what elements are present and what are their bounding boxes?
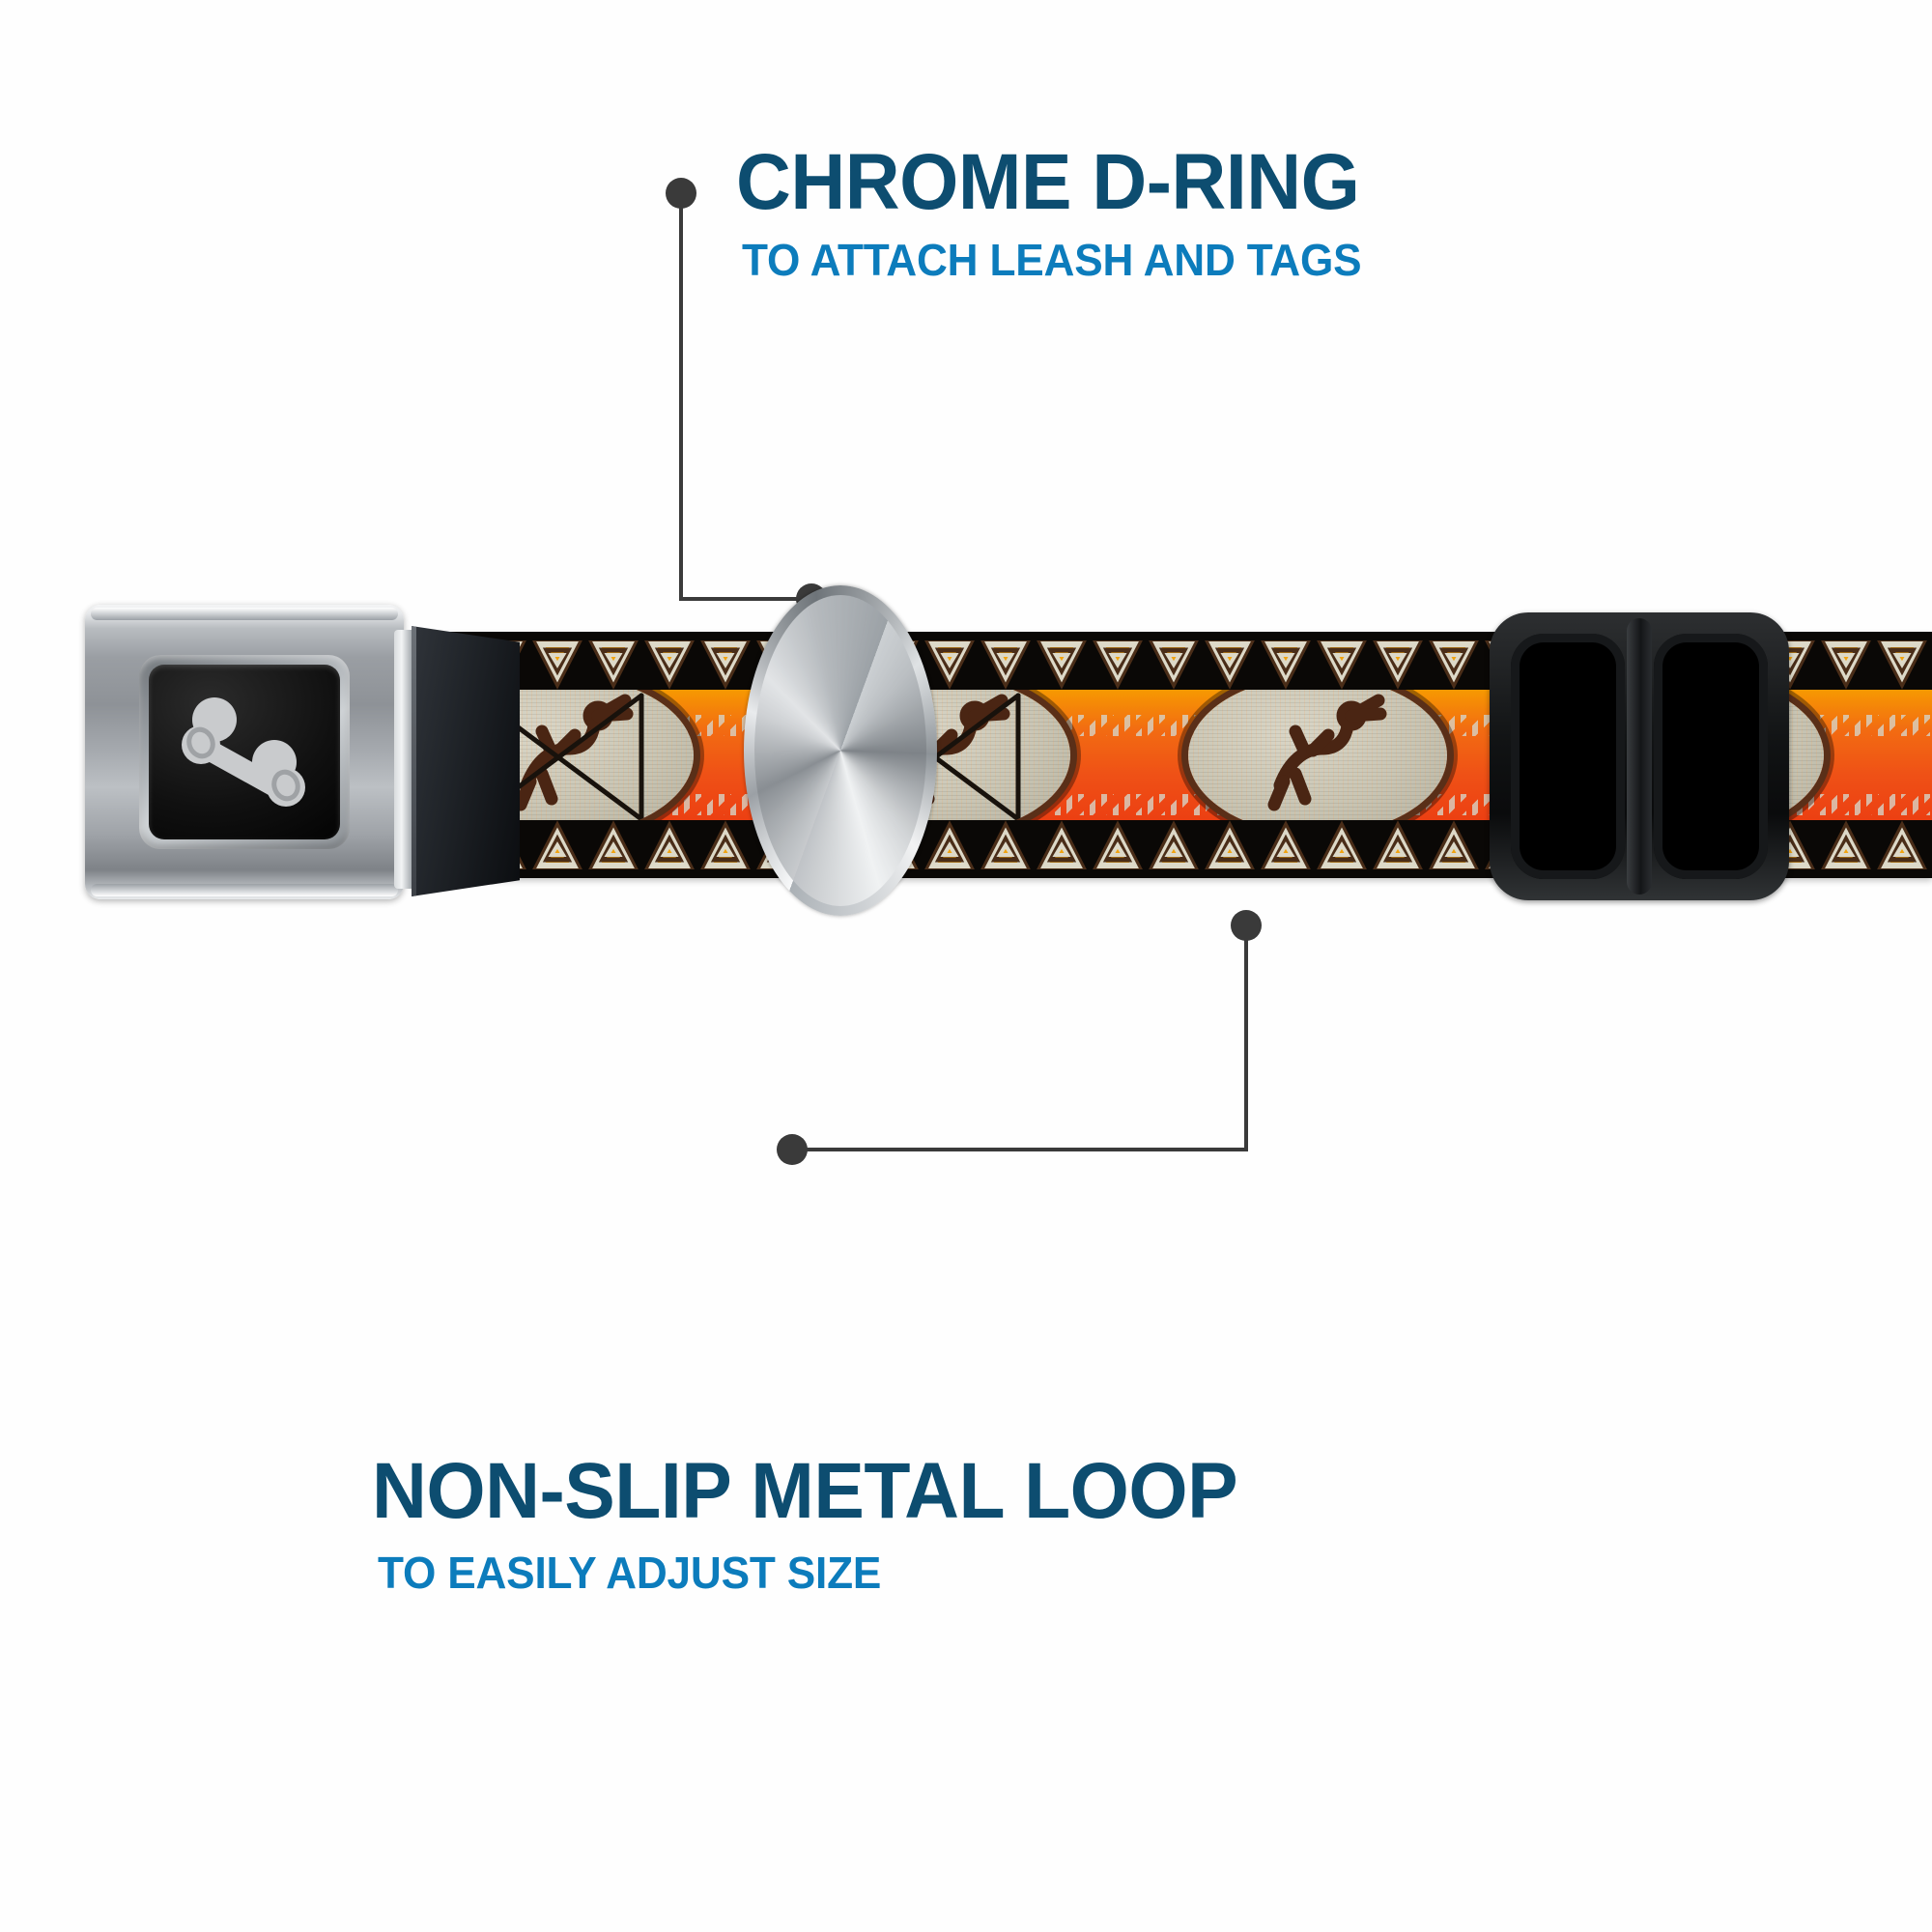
triangle-spiral-motif [1818, 634, 1874, 690]
triangle-spiral-cell [1818, 632, 1874, 690]
webbing-edge-stitch-top [417, 632, 1932, 640]
leader-line-top-vertical [679, 193, 683, 599]
leader-line-bottom-vertical [1244, 925, 1248, 1150]
triangle-spiral-cell [1426, 632, 1482, 690]
triangle-spiral-motif [1090, 634, 1146, 690]
slider-loop-window-right [1654, 634, 1768, 879]
triangle-spiral-cell [697, 632, 753, 690]
triangle-spiral-motif [529, 634, 585, 690]
triangle-spiral-cell [1146, 632, 1202, 690]
leader-line-bottom-horizontal [792, 1148, 1248, 1151]
buckle-inner-bevel [139, 655, 350, 849]
medallion-weave-texture [1188, 676, 1447, 835]
leader-line-top-horizontal [679, 597, 814, 601]
triangle-spiral-motif [978, 634, 1034, 690]
triangle-spiral-motif [1426, 634, 1482, 690]
buckle-top-highlight [91, 608, 398, 620]
slider-loop-center-bar [1627, 618, 1652, 895]
chrome-d-ring[interactable] [744, 585, 937, 916]
webbing-edge-stitch-bottom [417, 869, 1932, 878]
callout-non-slip-metal-loop: NON-SLIP METAL LOOP TO EASILY ADJUST SIZ… [372, 1447, 1274, 1598]
strap-anchor-sleeve [412, 626, 520, 896]
callout-title-non-slip-metal-loop: NON-SLIP METAL LOOP [372, 1447, 1238, 1535]
triangle-spiral-motif [1258, 634, 1314, 690]
triangle-spiral-motif [585, 634, 641, 690]
triangle-spiral-cell [1034, 632, 1090, 690]
buckle-bottom-highlight [91, 884, 398, 896]
dog-bone-icon [182, 696, 305, 807]
triangle-spiral-motif [1034, 820, 1090, 876]
d-ring-inner [754, 595, 926, 906]
seatbelt-buckle[interactable] [85, 605, 404, 899]
triangle-spiral-cell [1202, 632, 1258, 690]
triangle-spiral-motif [1370, 634, 1426, 690]
triangle-spiral-motif [1258, 820, 1314, 876]
triangle-spiral-cell [1370, 632, 1426, 690]
triangle-spiral-cell [1258, 820, 1314, 878]
kokopelli-icon [1267, 694, 1387, 811]
slider-loop-window-left [1511, 634, 1625, 879]
triangle-spiral-motif [1034, 634, 1090, 690]
triangle-spiral-motif [697, 634, 753, 690]
kokopelli-icon [514, 694, 634, 811]
triangle-spiral-cell [585, 632, 641, 690]
triangle-spiral-motif [1314, 634, 1370, 690]
callout-title-chrome-d-ring: CHROME D-RING [736, 138, 1360, 226]
buckle-release-button[interactable] [149, 665, 340, 839]
dog-collar-product [0, 591, 1932, 929]
non-slip-metal-loop[interactable] [1490, 612, 1789, 900]
triangle-spiral-cell [529, 632, 585, 690]
triangle-spiral-motif [1202, 634, 1258, 690]
triangle-spiral-motif [1146, 634, 1202, 690]
triangle-spiral-motif [641, 634, 697, 690]
triangle-spiral-cell [978, 632, 1034, 690]
triangle-spiral-cell [641, 632, 697, 690]
triangle-spiral-cell [1874, 632, 1930, 690]
triangle-spiral-cell [1314, 632, 1370, 690]
callout-chrome-d-ring: CHROME D-RING TO ATTACH LEASH AND TAGS [736, 138, 1387, 285]
medallion-oval-3 [1188, 676, 1447, 835]
callout-subtitle-non-slip-metal-loop: TO EASILY ADJUST SIZE [378, 1547, 882, 1598]
triangle-spiral-cell [1090, 632, 1146, 690]
triangle-spiral-cell [1258, 632, 1314, 690]
buckle-chrome-body [85, 605, 404, 899]
leader-dot-bottom-end [777, 1134, 808, 1165]
triangle-spiral-cell [1034, 820, 1090, 878]
callout-subtitle-chrome-d-ring: TO ATTACH LEASH AND TAGS [742, 234, 1362, 285]
triangle-spiral-motif [1874, 634, 1930, 690]
